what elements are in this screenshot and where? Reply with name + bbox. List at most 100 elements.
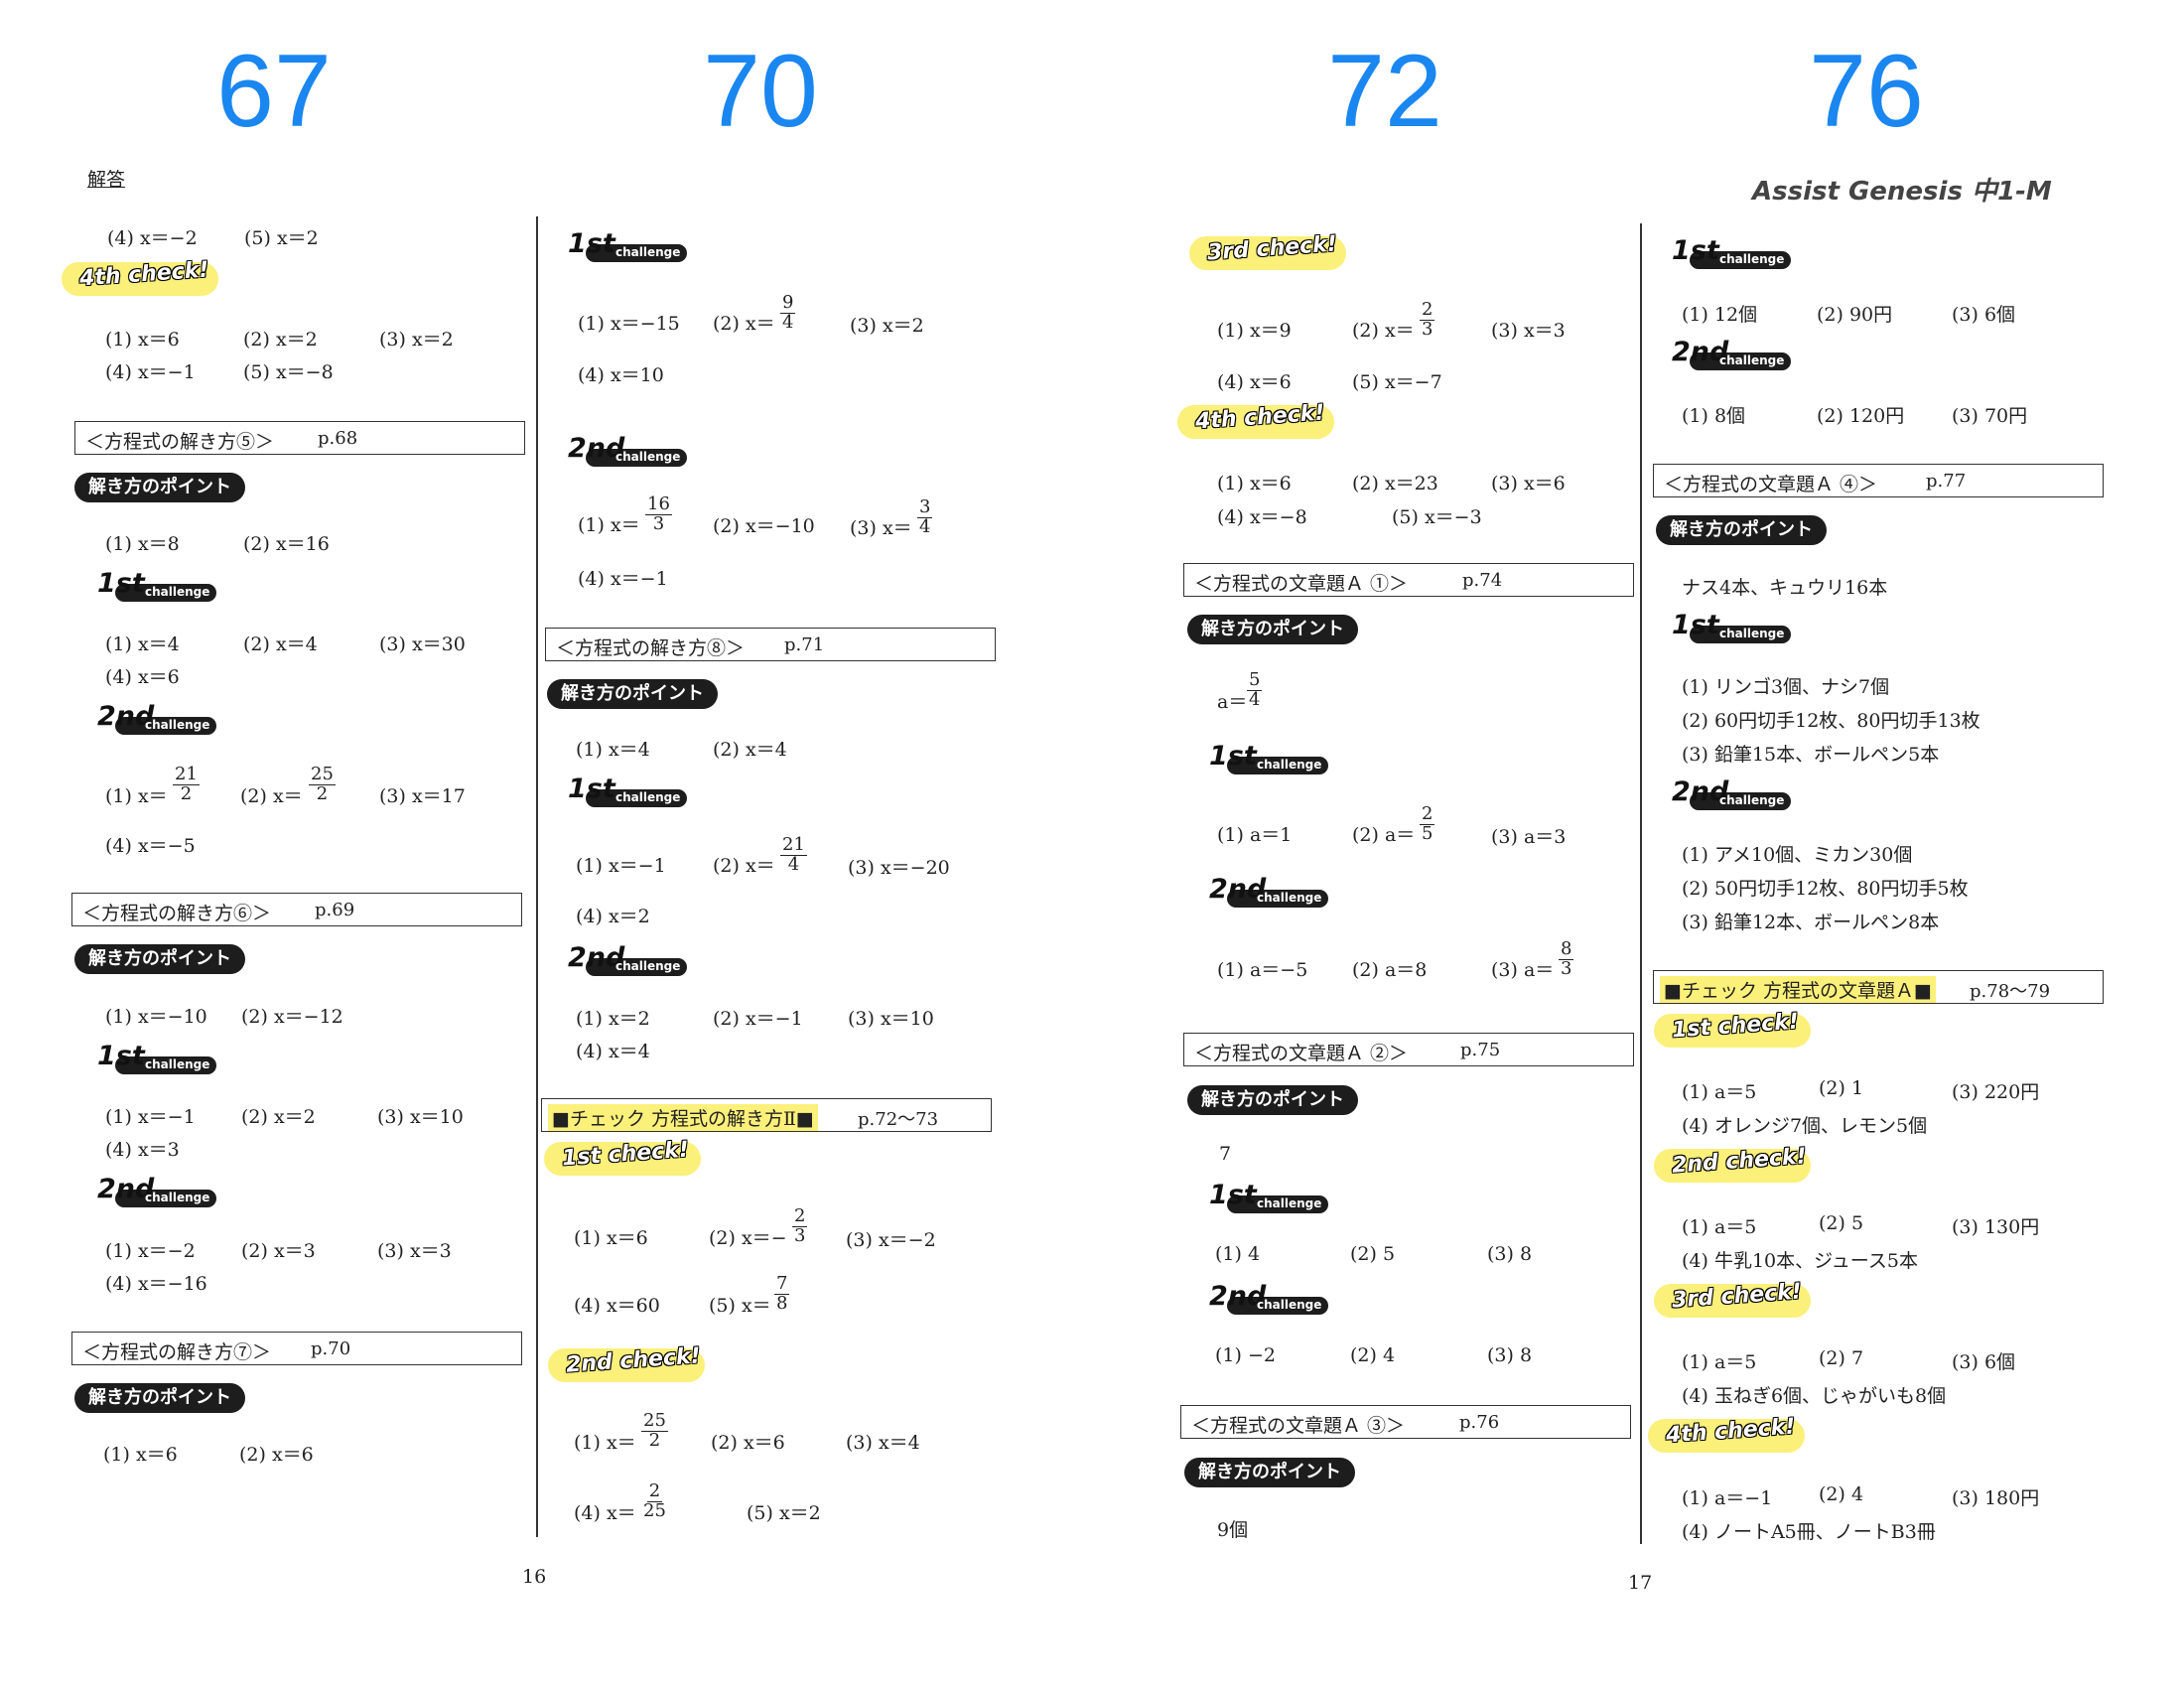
answer: (2) 120円: [1817, 405, 1905, 427]
page-number-76: 76: [1809, 34, 1924, 149]
answer: (2) x＝4: [243, 633, 318, 655]
answer: (2) 4: [1819, 1483, 1864, 1505]
answer: (2) x＝: [240, 785, 303, 807]
answer: (3) x＝−2: [846, 1229, 936, 1251]
answer: (4) x＝: [574, 1502, 636, 1524]
answer: (4) x＝−5: [105, 835, 196, 857]
answer: (1) a＝5: [1682, 1351, 1757, 1373]
page-footer-number: 16: [522, 1566, 547, 1588]
answer: (1) リンゴ3個、ナシ7個: [1682, 676, 1890, 698]
answer: (2) 1: [1819, 1077, 1864, 1099]
answer: (1) 4: [1215, 1243, 1261, 1265]
answer: (3) 70円: [1952, 405, 2028, 427]
column-divider: [1640, 223, 1642, 1544]
point-badge: 解き方のポイント: [1656, 515, 1827, 545]
answer: (4) x＝−1: [105, 361, 196, 383]
check-section-header: ■チェック 方程式の解き方Ⅱ■p.72〜73: [541, 1098, 992, 1132]
answer: (1) x＝−15: [578, 313, 680, 335]
answer: (1) x＝: [574, 1432, 636, 1454]
answer: (4) x＝−2: [107, 227, 198, 249]
section-header: ＜方程式の解き方⑧＞p.71: [545, 628, 996, 661]
section-header: ＜方程式の文章題Ａ ①＞p.74: [1183, 563, 1634, 597]
point-badge: 解き方のポイント: [547, 679, 718, 709]
answer: (3) x＝17: [379, 785, 466, 807]
section-header: ＜方程式の文章題Ａ ④＞p.77: [1653, 464, 2104, 497]
answer: 7: [1219, 1143, 1232, 1165]
answer: (3) x＝3: [377, 1240, 452, 1262]
answer: (1) x＝4: [576, 739, 650, 761]
section-header: ＜方程式の文章題Ａ ②＞p.75: [1183, 1033, 1634, 1066]
answer: (2) x＝−1: [713, 1008, 803, 1030]
answer: (5) x＝2: [244, 227, 319, 249]
answer: (2) x＝: [713, 313, 775, 335]
section-header: ＜方程式の解き方⑥＞p.69: [71, 893, 522, 926]
answer: (2) x＝23: [1352, 473, 1438, 494]
check-section-header: ■チェック 方程式の文章題Ａ■p.78〜79: [1653, 970, 2104, 1004]
answer: (1) x＝−1: [105, 1106, 196, 1128]
page-number-67: 67: [216, 34, 332, 149]
answer: (2) x＝: [1352, 320, 1415, 342]
answer: (2) a＝: [1352, 824, 1416, 846]
answer: (1) アメ10個、ミカン30個: [1682, 844, 1913, 866]
answer: (4) x＝60: [574, 1295, 660, 1317]
answer: (2) x＝: [713, 855, 775, 877]
answer: (3) x＝3: [1491, 320, 1566, 342]
answer: (1) x＝8: [105, 533, 180, 555]
answer: (3) a＝3: [1491, 826, 1567, 848]
answer: (3) x＝6: [1491, 473, 1566, 494]
point-badge: 解き方のポイント: [74, 473, 245, 502]
answer: (2) 60円切手12枚、80円切手13枚: [1682, 710, 1980, 732]
answer: (2) x＝−: [709, 1227, 787, 1249]
answer: (1) x＝−1: [576, 855, 666, 877]
answer: (4) x＝−1: [578, 568, 668, 590]
answer: (2) 5: [1350, 1243, 1396, 1265]
answer: (1) x＝2: [576, 1008, 650, 1030]
answer: (4) x＝10: [578, 364, 664, 386]
kaito-heading: 解答: [87, 169, 126, 191]
answer: (4) オレンジ7個、レモン5個: [1682, 1115, 1928, 1137]
answer: (1) a＝−1: [1682, 1487, 1773, 1509]
answer: 9個: [1217, 1519, 1249, 1541]
answer: (3) x＝2: [379, 329, 454, 351]
answer: (5) x＝−3: [1392, 506, 1482, 528]
answer: (2) x＝4: [713, 739, 787, 761]
answer: (1) x＝6: [105, 329, 180, 351]
answer: (1) a＝−5: [1217, 959, 1308, 981]
answer: (3) x＝4: [846, 1432, 920, 1454]
answer: (1) x＝4: [105, 633, 180, 655]
answer: (3) 6個: [1952, 1351, 2016, 1373]
point-badge: 解き方のポイント: [74, 944, 245, 974]
answer: (3) x＝: [850, 517, 912, 539]
answer: (3) 8: [1487, 1243, 1533, 1265]
answer: (3) a＝: [1491, 959, 1555, 981]
answer: (3) 8: [1487, 1344, 1533, 1366]
answer: (1) a＝5: [1682, 1216, 1757, 1238]
answer: (2) a＝8: [1352, 959, 1428, 981]
answer: (2) x＝16: [243, 533, 330, 555]
answer: (5) x＝−7: [1352, 371, 1442, 393]
answer: (1) x＝6: [103, 1444, 178, 1466]
answer: (2) 50円切手12枚、80円切手5枚: [1682, 878, 1969, 900]
answer: (4) x＝2: [576, 906, 650, 927]
answer: (1) x＝6: [1217, 473, 1292, 494]
answer: (4) 牛乳10本、ジュース5本: [1682, 1250, 1918, 1272]
answer: (3) 220円: [1952, 1081, 2040, 1103]
answer: (1) 8個: [1682, 405, 1746, 427]
section-header: ＜方程式の解き方⑤＞p.68: [74, 421, 525, 455]
page-number-72: 72: [1327, 34, 1442, 149]
answer: (4) x＝−16: [105, 1273, 207, 1295]
answer: (3) 鉛筆12本、ボールペン8本: [1682, 912, 1940, 933]
answer: (2) x＝−10: [713, 515, 815, 537]
answer: (4) ノートA5冊、ノートB3冊: [1682, 1521, 1936, 1543]
